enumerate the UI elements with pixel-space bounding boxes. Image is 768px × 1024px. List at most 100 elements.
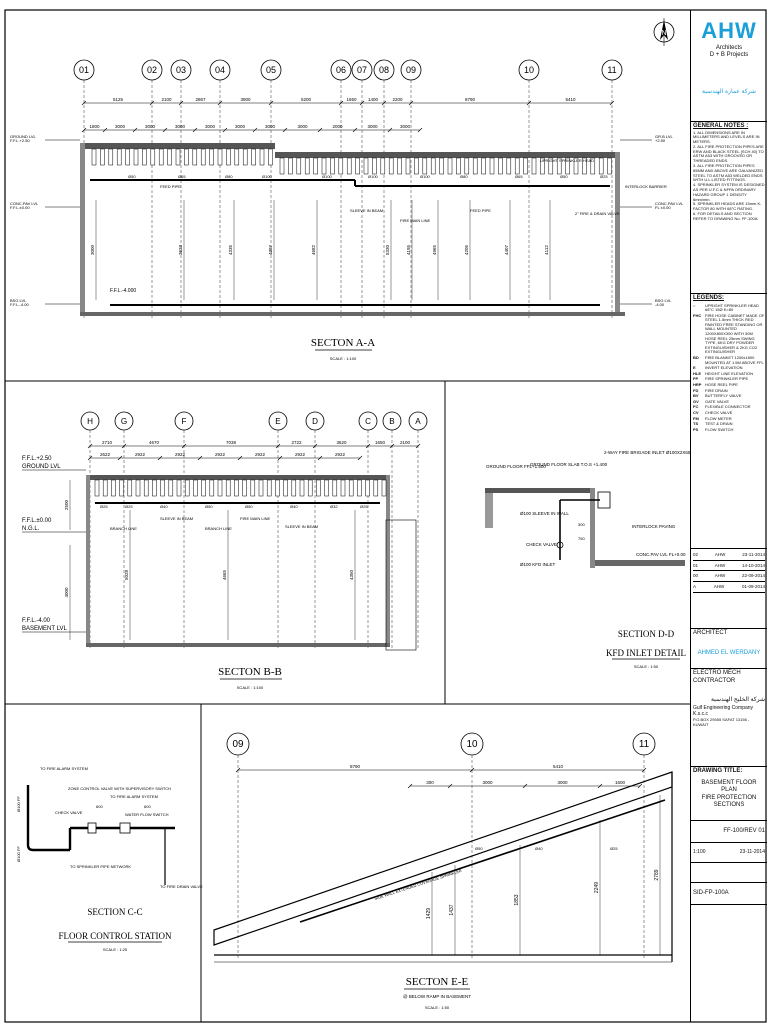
beam bbox=[304, 157, 310, 175]
beam bbox=[175, 148, 181, 166]
retaining-wall-right bbox=[615, 152, 620, 313]
dim-label: 2710 bbox=[102, 440, 113, 445]
grid-label: 09 bbox=[406, 65, 416, 75]
grid-label: D bbox=[312, 417, 318, 426]
beam bbox=[456, 157, 461, 175]
beam bbox=[152, 479, 157, 497]
legend-key: CV bbox=[693, 409, 699, 415]
dim-tick bbox=[275, 443, 281, 449]
dim-label: 3000 bbox=[265, 124, 276, 129]
revision-rev: A bbox=[693, 583, 697, 589]
dd-note-sleeve: Ø100 SLEEVE IN WALL bbox=[520, 511, 569, 516]
dim-label: 3000 bbox=[205, 124, 216, 129]
dim-tick bbox=[87, 455, 93, 461]
beam bbox=[489, 157, 495, 175]
contractor-arabic: شركة الخليج الهندسية bbox=[710, 697, 765, 703]
drawing-title-block: DRAWING TITLE: BASEMENT FLOOR PLAN FIRE … bbox=[691, 767, 767, 821]
beam bbox=[275, 479, 280, 497]
beam bbox=[168, 479, 174, 497]
dim-tick bbox=[121, 443, 127, 449]
level-label-left: GROUND LVL bbox=[10, 134, 36, 139]
dim-tick bbox=[597, 783, 603, 789]
height-dim-label: 4350 bbox=[349, 569, 354, 580]
dim-label: 2000 bbox=[332, 124, 343, 129]
dim-tick bbox=[81, 127, 87, 133]
dim-label: 1400 bbox=[368, 97, 379, 102]
grid-label: E bbox=[275, 417, 281, 426]
beam bbox=[94, 479, 100, 497]
beam bbox=[506, 157, 512, 175]
dim-tick bbox=[641, 767, 647, 773]
dim-tick bbox=[102, 127, 108, 133]
height-dim-label: 1437 bbox=[449, 904, 455, 915]
drawing-footer-row: SID-FP-100A bbox=[691, 883, 767, 905]
beam bbox=[422, 157, 428, 175]
dim-tick bbox=[192, 127, 198, 133]
note-drain-valve: 2" FIRE & DRAIN VALVE bbox=[575, 211, 620, 216]
section-dd: GROUND FLOOR FFL+1.500 GROUND FLOOR SLAB… bbox=[485, 450, 691, 669]
note-bb-fire-main: FIRE MAIN LINE bbox=[240, 516, 271, 521]
legend-text: TEST & DRAIN bbox=[705, 421, 733, 427]
subtitle-dd: KFD INLET DETAIL bbox=[606, 648, 686, 658]
grid-bubble bbox=[632, 732, 656, 756]
dim-tick bbox=[237, 455, 243, 461]
legend-key: GV bbox=[693, 398, 699, 404]
grid-label: 09 bbox=[233, 739, 244, 750]
beam bbox=[316, 479, 321, 497]
legend-text: UPRIGHT SPRINKLER HEAD 68°C 15Ø K=80 bbox=[705, 302, 759, 313]
grid-bubble bbox=[358, 411, 378, 431]
dim-tick bbox=[217, 100, 223, 106]
dim-tick bbox=[637, 783, 643, 789]
drawing-date: 23-11-2014 bbox=[739, 849, 765, 856]
beam bbox=[372, 157, 377, 175]
pipe-size-label: Ø32 bbox=[330, 504, 338, 509]
grid-label: G bbox=[121, 417, 127, 426]
beam bbox=[531, 157, 537, 175]
pipe-size-label: Ø50 bbox=[475, 846, 483, 851]
pipe-size-label: Ø100 bbox=[420, 174, 431, 179]
dim-tick bbox=[407, 783, 413, 789]
sheet-border bbox=[4, 9, 767, 1023]
dim-tick bbox=[268, 100, 274, 106]
company-sub-2: D + B Projects bbox=[709, 51, 749, 58]
dim-label: 2100 bbox=[161, 97, 172, 102]
cc-note-8: Ø100 FF bbox=[16, 796, 21, 812]
grid-bubble bbox=[226, 732, 250, 756]
beam bbox=[472, 157, 478, 175]
legend-item: ○UPRIGHT SPRINKLER HEAD 68°C 15Ø K=80 bbox=[693, 302, 765, 313]
beam bbox=[582, 157, 587, 175]
beam bbox=[565, 157, 570, 175]
height-dim-label: 4387 bbox=[268, 244, 273, 255]
beam bbox=[116, 148, 122, 166]
dim-label: 2922 bbox=[135, 452, 146, 457]
grid-label: 11 bbox=[639, 739, 650, 750]
dim-tick bbox=[522, 783, 528, 789]
contractor-label-2: CONTRACTOR bbox=[693, 677, 736, 684]
dim-tick bbox=[117, 455, 123, 461]
dim-label: 3000 bbox=[400, 124, 411, 129]
contractor-label-1: ELECTRO MECH bbox=[693, 670, 741, 676]
legend-text: FIRE DRAIN bbox=[705, 387, 728, 393]
dim-label: 1650 bbox=[375, 440, 386, 445]
beam bbox=[405, 157, 411, 175]
beams-bb bbox=[94, 479, 387, 497]
revision-date: 01-09-2014 bbox=[741, 583, 765, 589]
beam bbox=[125, 148, 130, 166]
dim-label: 1600 bbox=[615, 780, 626, 785]
beam bbox=[514, 157, 520, 175]
dim-tick bbox=[181, 443, 187, 449]
grid-label: 04 bbox=[215, 65, 225, 75]
pipe-size-label: Ø25 bbox=[610, 846, 618, 851]
dim-tick bbox=[526, 100, 532, 106]
beam bbox=[242, 148, 248, 166]
legend-key: TS bbox=[693, 421, 699, 427]
